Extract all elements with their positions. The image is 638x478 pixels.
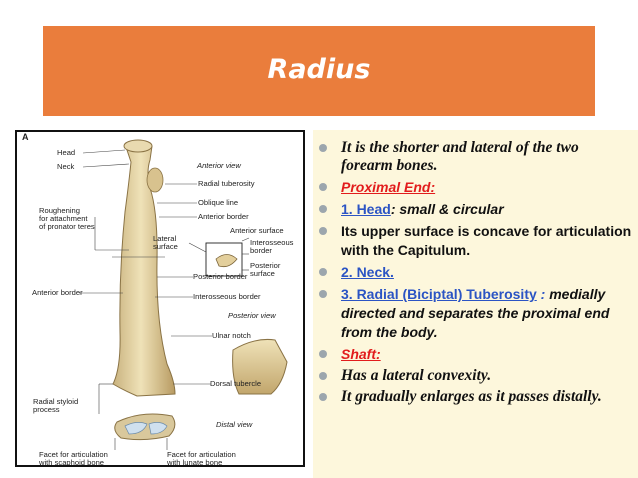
bullet-text: : small & circular (390, 201, 504, 217)
label-interosseous-border: Interosseous border (193, 292, 261, 301)
label-oblique-line: Oblique line (198, 198, 239, 207)
bullet-item: It gradually enlarges as it passes dista… (313, 388, 638, 406)
label-lateral-surface-2: surface (153, 242, 178, 251)
bullet-list: It is the shorter and lateral of the two… (313, 139, 638, 409)
radius-shaft (112, 141, 176, 397)
label-facet-scaphoid-1: Facet for articulation (39, 450, 108, 459)
bullet-dot-icon (319, 227, 327, 235)
bullet-item: Its upper surface is concave for articul… (313, 222, 638, 260)
radius-anatomy-figure: A Head Neck Anterior view Radial tuberos… (15, 130, 305, 467)
label-interosseous-border-small-1: Interosseous (250, 238, 294, 247)
label-roughening-1: Roughening (39, 206, 80, 215)
bullet-dot-icon (319, 205, 327, 213)
radial-tuberosity-shape (146, 167, 164, 193)
radius-head (123, 139, 153, 153)
label-radial-styloid-2: process (33, 405, 60, 414)
bullet-dot-icon (319, 372, 327, 380)
bullet-text: : (536, 286, 550, 302)
bullet-item: 3. Radial (Biciptal) Tuberosity : medial… (313, 285, 638, 342)
label-ulnar-notch: Ulnar notch (212, 331, 251, 340)
label-posterior-surface-1: Posterior (250, 261, 281, 270)
label-anterior-view: Anterior view (197, 161, 241, 170)
label-distal-view: Distal view (216, 420, 253, 429)
label-radial-tuberosity: Radial tuberosity (198, 179, 255, 188)
label-neck: Neck (57, 162, 75, 171)
label-facet-scaphoid-2: with scaphoid bone (39, 458, 105, 467)
bullet-dot-icon (319, 183, 327, 191)
label-anterior-border-left: Anterior border (32, 288, 83, 297)
bullet-item: Shaft: (313, 345, 638, 364)
label-facet-lunate-2: with lunate bone (167, 458, 223, 467)
label-roughening-3: of pronator teres (39, 222, 95, 231)
label-interosseous-border-small-2: border (250, 246, 272, 255)
bullet-text: 2. Neck. (341, 264, 394, 280)
bullet-item: 1. Head: small & circular (313, 200, 638, 219)
bullet-text: Proximal End: (341, 179, 436, 195)
leader-lines (79, 149, 250, 450)
slide-title: Radius (267, 54, 371, 85)
label-posterior-border: Posterior border (193, 272, 248, 281)
bullet-text: Has a lateral convexity. (341, 367, 492, 384)
bullet-text: Its upper surface is concave for articul… (341, 223, 632, 258)
bullet-item: It is the shorter and lateral of the two… (313, 139, 638, 175)
figure-letter: A (22, 132, 29, 142)
notes-panel: It is the shorter and lateral of the two… (313, 130, 638, 478)
label-radial-styloid-1: Radial styloid (33, 397, 79, 406)
label-dorsal-tubercle: Dorsal tubercle (210, 379, 262, 388)
label-posterior-view: Posterior view (228, 311, 276, 320)
bullet-text: It is the shorter and lateral of the two… (341, 139, 579, 174)
label-anterior-surface: Anterior surface (230, 226, 284, 235)
posterior-view-bone (232, 339, 288, 395)
radius-bone-illustration (79, 139, 288, 450)
bullet-item: Has a lateral convexity. (313, 367, 638, 385)
cross-section-shape (215, 254, 238, 268)
bullet-text: medially directed and separates the prox… (341, 286, 610, 340)
label-head: Head (57, 148, 76, 157)
bullet-text: 1. Head (341, 201, 391, 217)
bullet-dot-icon (319, 290, 327, 298)
bullet-dot-icon (319, 268, 327, 276)
bullet-text: Shaft: (341, 346, 381, 362)
label-lateral-surface-1: Lateral (153, 234, 177, 243)
label-roughening-2: for attachment (39, 214, 88, 223)
bullet-dot-icon (319, 144, 327, 152)
bullet-item: Proximal End: (313, 178, 638, 197)
bullet-text: It gradually enlarges as it passes dista… (341, 388, 602, 405)
label-facet-lunate-1: Facet for articulation (167, 450, 236, 459)
bullet-dot-icon (319, 350, 327, 358)
label-anterior-border-top: Anterior border (198, 212, 249, 221)
title-bar: Radius (43, 26, 595, 116)
bullet-item: 2. Neck. (313, 263, 638, 282)
label-posterior-surface-2: surface (250, 269, 275, 278)
bullet-text: 3. Radial (Biciptal) Tuberosity (341, 286, 537, 302)
bullet-dot-icon (319, 393, 327, 401)
